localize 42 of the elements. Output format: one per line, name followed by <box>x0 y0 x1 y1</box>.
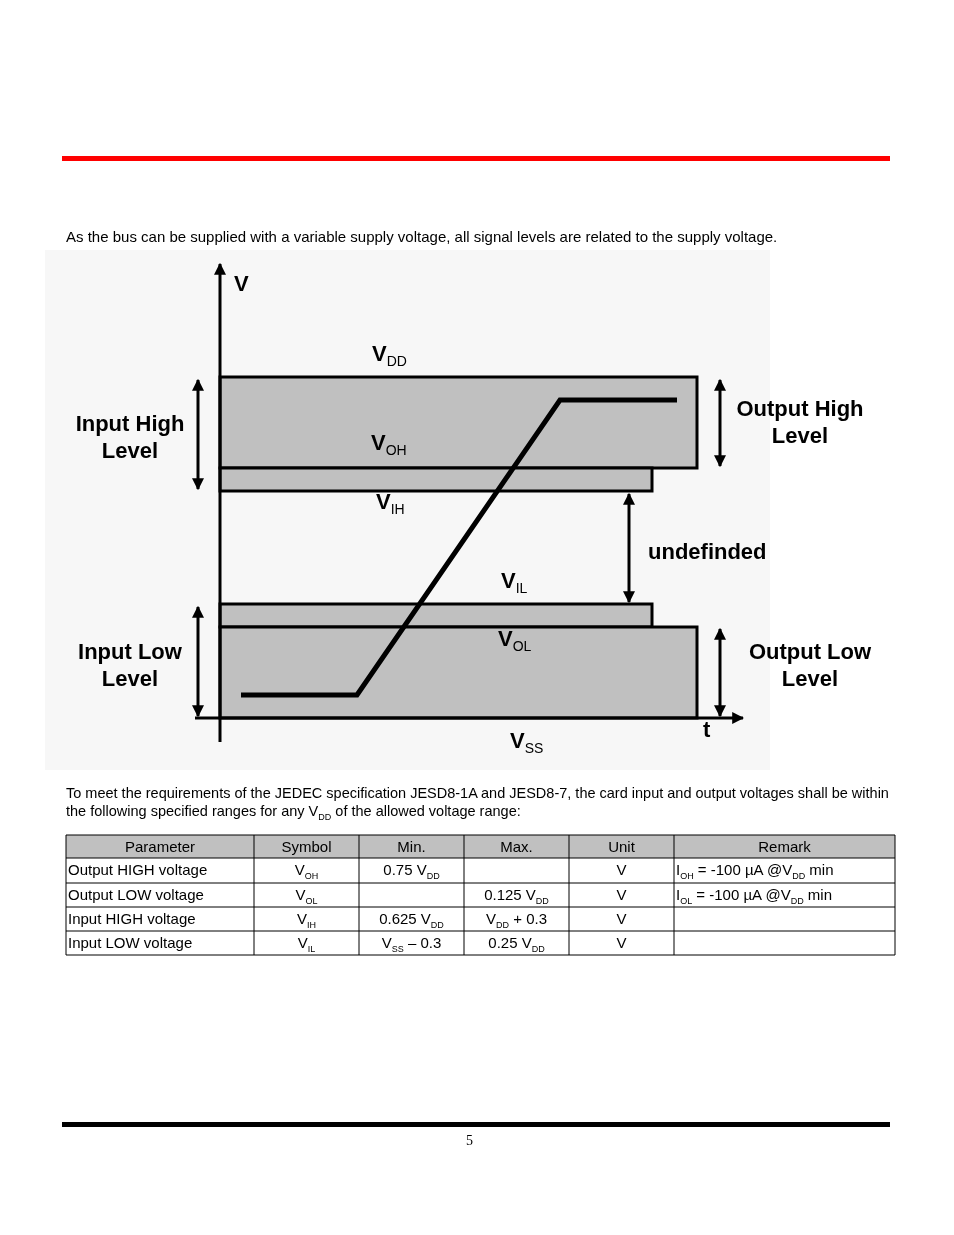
level-label: V$_{OL}$ <box>498 625 532 657</box>
table-text: V$_{SS}$ – 0.3 <box>380 934 443 956</box>
level-label: V$_{OH}$ <box>371 429 407 461</box>
range-label: Input Low Level <box>77 638 183 692</box>
table-text: V <box>615 861 628 879</box>
table-text: V$_{IL}$ <box>296 934 317 956</box>
table-text: 0.125 V$_{DD}$ <box>483 886 550 908</box>
axis-label: V <box>234 270 249 297</box>
column-header: Min. <box>396 838 427 856</box>
table-text: V$_{OL}$ <box>294 886 319 908</box>
table-text: I$_{OH}$ = -100 µA @V$_{DD}$ min <box>676 861 835 883</box>
paragraph: As the bus can be supplied with a variable supply voltage, all signal levels are related to the supply voltage. <box>66 228 778 246</box>
range-label: undefinded <box>648 538 767 565</box>
table-text: V$_{OH}$ <box>293 861 320 883</box>
range-label: Output Low Level <box>747 638 873 692</box>
page-number: 5 <box>466 1132 473 1150</box>
table-text: V <box>615 886 628 904</box>
table-text: Input HIGH voltage <box>68 910 197 928</box>
table-text: 0.25 V$_{DD}$ <box>487 934 546 956</box>
axis-label: t <box>703 716 711 743</box>
table-text: Output LOW voltage <box>68 886 205 904</box>
table-text: V$_{DD}$ + 0.3 <box>485 910 548 932</box>
table-text: 0.75 V$_{DD}$ <box>382 861 441 883</box>
table-text: I$_{OL}$ = -100 µA @V$_{DD}$ min <box>676 886 834 908</box>
level-label: V$_{DD}$ <box>372 340 407 372</box>
table-text: Output HIGH voltage <box>68 861 209 879</box>
table-text: Input LOW voltage <box>68 934 194 952</box>
table-text: V <box>615 910 628 928</box>
table-text: V$_{IH}$ <box>296 910 317 932</box>
column-header: Remark <box>757 838 812 856</box>
column-header: Parameter <box>124 838 196 856</box>
column-header: Max. <box>499 838 534 856</box>
level-label: V$_{IL}$ <box>501 567 528 599</box>
range-label: Output High Level <box>735 395 865 449</box>
column-header: Symbol <box>280 838 333 856</box>
range-label: Input High Level <box>74 410 186 464</box>
column-header: Unit <box>607 838 636 856</box>
table-text: V <box>615 934 628 952</box>
paragraph: To meet the requirements of the JEDEC specification JESD8-1A and JESD8-7, the card input and output voltages shall be within the following specified ranges for any V$_{DD}$ of the allowed voltage range: <box>66 784 890 824</box>
table-text: 0.625 V$_{DD}$ <box>378 910 445 932</box>
level-label: V$_{SS}$ <box>510 727 544 759</box>
level-label: V$_{IH}$ <box>376 488 405 520</box>
